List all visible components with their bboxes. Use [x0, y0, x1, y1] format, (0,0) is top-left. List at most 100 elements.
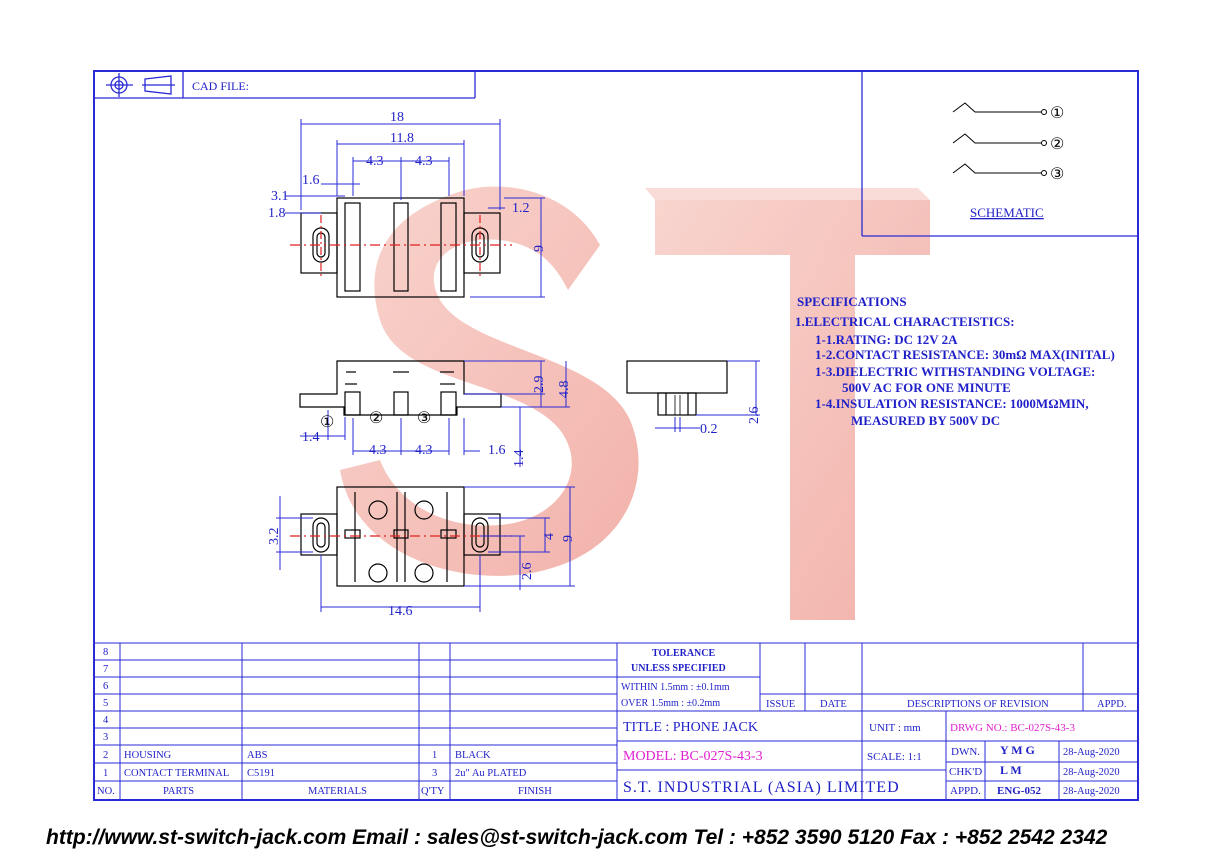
spec-line: 1-2.CONTACT RESISTANCE: 30mΩ MAX(INITAL)	[815, 347, 1115, 362]
schematic-title: SCHEMATIC	[970, 205, 1044, 220]
dwn-date: 28-Aug-2020	[1063, 747, 1120, 758]
spec-line: MEASURED BY 500V DC	[851, 413, 1000, 428]
drawing-title: TITLE : PHONE JACK	[623, 720, 758, 735]
dim-top-1-8: 1.8	[268, 206, 286, 221]
appd-date: 28-Aug-2020	[1063, 786, 1120, 797]
appd-value: ENG-052	[997, 785, 1042, 797]
dwn-value: Y M G	[1000, 743, 1035, 757]
dim-mid-4-3-b: 4.3	[415, 443, 433, 458]
bom-material: C5191	[247, 768, 275, 779]
tolerance-within: WITHIN 1.5mm : ±0.1mm	[621, 682, 730, 693]
chkd-label: CHK'D	[949, 766, 982, 778]
schematic-pin-2: ②	[1050, 134, 1064, 153]
scale-label: SCALE: 1:1	[867, 751, 922, 763]
dim-bot-14-6: 14.6	[388, 604, 413, 619]
table-grid	[94, 642, 1138, 800]
front-pin-1: ①	[320, 412, 334, 431]
spec-heading: SPECIFICATIONS	[797, 294, 907, 309]
specifications: SPECIFICATIONS 1.ELECTRICAL CHARACTEISTI…	[795, 294, 1115, 428]
schematic-contacts	[952, 102, 1047, 176]
bom-no: 5	[103, 698, 108, 709]
side-view	[626, 360, 728, 416]
title-block: TITLE : PHONE JACK UNIT : mm DRWG NO.: B…	[623, 720, 1120, 797]
outer-frame	[93, 70, 1139, 801]
st-watermark-logo	[340, 186, 930, 620]
bom-header-parts: PARTS	[163, 786, 194, 797]
front-view-dims	[300, 360, 570, 467]
dim-top-1-2: 1.2	[512, 201, 530, 216]
dim-top-4-3-a: 4.3	[366, 154, 384, 169]
contact-footer: http://www.st-switch-jack.com Email : sa…	[46, 826, 1108, 849]
bom-qty: 1	[432, 750, 437, 761]
bom-no: 2	[103, 750, 108, 761]
spec-line: 500V AC FOR ONE MINUTE	[842, 380, 1011, 395]
bottom-view	[290, 486, 512, 587]
dim-side-2-6: 2.6	[747, 407, 762, 425]
dim-mid-4-3-a: 4.3	[369, 443, 387, 458]
schematic-pin-3: ③	[1050, 164, 1064, 183]
appd-label: APPD.	[950, 785, 981, 797]
dim-bot-4: 4	[542, 533, 557, 540]
spec-line: 1-1.RATING: DC 12V 2A	[815, 332, 958, 347]
model-number: MODEL: BC-027S-43-3	[623, 749, 763, 764]
company-name: S.T. INDUSTRIAL (ASIA) LIMITED	[623, 779, 900, 796]
dim-top-1-6: 1.6	[302, 173, 320, 188]
bom-no: 6	[103, 681, 108, 692]
bom-table: 8 7 6 5 4 3 2 HOUSING ABS 1 BLACK 1 CONT…	[97, 647, 552, 797]
front-pin-2: ②	[369, 408, 383, 427]
revision-appd: APPD.	[1097, 699, 1126, 710]
tolerance-line1: TOLERANCE	[652, 648, 715, 659]
bom-header-no: NO.	[97, 786, 115, 797]
bottom-view-dims	[276, 486, 575, 612]
spec-line: 1-4.INSULATION RESISTANCE: 1000MΩMIN,	[815, 396, 1089, 411]
dim-mid-1-4-a: 1.4	[302, 430, 320, 445]
side-view-dims	[655, 360, 760, 432]
unit-label: UNIT : mm	[869, 722, 921, 734]
front-pin-3: ③	[417, 408, 431, 427]
bom-header-qty: Q'TY	[421, 786, 445, 797]
bom-part: CONTACT TERMINAL	[124, 768, 229, 779]
bom-header-materials: MATERIALS	[308, 786, 367, 797]
chkd-value: L M	[1000, 763, 1022, 777]
schematic-box: ① ② ③ SCHEMATIC	[861, 71, 1138, 237]
revision-desc: DESCRIPTIONS OF REVISION	[907, 699, 1049, 710]
dim-top-9: 9	[532, 245, 547, 252]
bom-no: 3	[103, 732, 108, 743]
dim-mid-1-6: 1.6	[488, 443, 506, 458]
bom-no: 8	[103, 647, 108, 658]
dim-mid-4-8: 4.8	[557, 381, 572, 399]
bom-qty: 3	[432, 768, 437, 779]
dim-side-0-2: 0.2	[700, 422, 718, 437]
bom-header-finish: FINISH	[518, 786, 552, 797]
bom-part: HOUSING	[124, 750, 172, 761]
dim-bot-2-6: 2.6	[520, 563, 535, 581]
top-view-dims	[285, 119, 545, 298]
bom-finish: 2u" Au PLATED	[455, 768, 527, 779]
dim-top-11-8: 11.8	[390, 131, 414, 146]
bom-no: 7	[103, 664, 108, 675]
dim-mid-1-4-b: 1.4	[512, 450, 527, 468]
dwn-label: DWN.	[951, 746, 980, 758]
revision-issue: ISSUE	[766, 699, 795, 710]
bom-material: ABS	[247, 750, 268, 761]
dim-top-18: 18	[390, 110, 404, 125]
cad-file-label: CAD FILE:	[192, 79, 249, 93]
bom-no: 1	[103, 768, 108, 779]
dim-bot-3-2: 3.2	[267, 528, 282, 546]
revision-header: ISSUE DATE DESCRIPTIONS OF REVISION APPD…	[766, 699, 1126, 710]
cad-file-box: CAD FILE:	[94, 71, 476, 99]
chkd-date: 28-Aug-2020	[1063, 767, 1120, 778]
dim-bot-9: 9	[561, 535, 576, 542]
bom-no: 4	[103, 715, 109, 726]
bom-finish: BLACK	[455, 750, 491, 761]
tolerance-over: OVER 1.5mm : ±0.2mm	[621, 698, 720, 709]
schematic-pin-1: ①	[1050, 103, 1064, 122]
tolerance-block: TOLERANCE UNLESS SPECIFIED WITHIN 1.5mm …	[621, 648, 730, 709]
dim-top-4-3-b: 4.3	[415, 154, 433, 169]
spec-section: 1.ELECTRICAL CHARACTEISTICS:	[795, 314, 1015, 329]
dim-top-3-1: 3.1	[271, 189, 289, 204]
drawing-number: DRWG NO.: BC-027S-43-3	[950, 722, 1075, 734]
tolerance-line2: UNLESS SPECIFIED	[631, 663, 726, 674]
dim-mid-2-9: 2.9	[532, 376, 547, 394]
